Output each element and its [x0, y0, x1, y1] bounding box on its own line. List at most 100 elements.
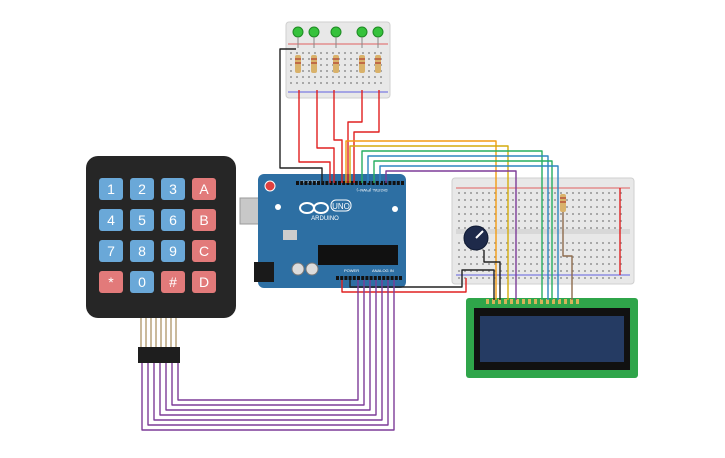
capacitor — [291, 262, 305, 276]
wire-lcd-d4[interactable] — [361, 150, 543, 300]
wire-gnd-black-2[interactable] — [349, 269, 495, 300]
led-breadboard-holes — [290, 52, 382, 84]
keypad-key[interactable]: * — [99, 271, 123, 293]
led-2[interactable] — [308, 26, 320, 48]
wire-keypad-3[interactable] — [165, 280, 371, 411]
led-5-lens — [372, 26, 384, 38]
keypad-ribbon — [138, 318, 180, 363]
resistor-5[interactable] — [375, 55, 381, 73]
resistor-1[interactable] — [295, 55, 301, 73]
wire-backlight[interactable] — [562, 212, 573, 300]
keypad-key[interactable]: 7 — [99, 240, 123, 262]
wire-keypad-6[interactable] — [147, 280, 389, 426]
wire-keypad-2[interactable] — [171, 280, 365, 406]
keypad-key[interactable]: B — [192, 209, 216, 231]
keypad-key-label: C — [199, 243, 209, 259]
keypad-key[interactable]: A — [192, 178, 216, 200]
wire-lcd-en[interactable] — [349, 145, 509, 300]
resistor-4[interactable] — [359, 55, 365, 73]
keypad-key[interactable]: 9 — [161, 240, 185, 262]
keypad-key[interactable]: 0 — [130, 271, 154, 293]
keypad-key[interactable]: 6 — [161, 209, 185, 231]
mount-hole — [392, 206, 398, 212]
keypad-key-label: A — [199, 181, 209, 197]
keypad-connector[interactable] — [138, 347, 180, 363]
wire-keypad-4[interactable] — [159, 280, 377, 416]
keypad-key-label: 2 — [138, 181, 146, 197]
wire-gnd-black[interactable] — [279, 48, 323, 183]
led-1[interactable] — [292, 26, 304, 48]
keypad-key-label: # — [169, 274, 177, 290]
led-4[interactable] — [356, 26, 368, 48]
keypad-key[interactable]: 2 — [130, 178, 154, 200]
keypad-key-label: 7 — [107, 243, 115, 259]
resistor-2[interactable] — [311, 55, 317, 73]
wire-lcd-d6[interactable] — [373, 160, 553, 300]
reset-button[interactable] — [264, 180, 276, 192]
keypad-key-face — [99, 240, 123, 262]
led-5[interactable] — [372, 26, 384, 48]
keypad-key[interactable]: 1 — [99, 178, 123, 200]
keypad-key-label: 8 — [138, 243, 146, 259]
wire-pot-gnd[interactable] — [483, 250, 501, 300]
wire-lcd-d7[interactable] — [379, 165, 559, 300]
uno-text: UNO — [332, 202, 350, 211]
keypad-key[interactable]: D — [192, 271, 216, 293]
keypad-key-label: 9 — [169, 243, 177, 259]
led-3[interactable] — [330, 26, 342, 48]
power-analog-header[interactable] — [336, 276, 402, 280]
arduino-logo: ARDUINO UNO — [299, 199, 352, 222]
keypad-key-label: 5 — [138, 212, 146, 228]
potentiometer[interactable] — [463, 225, 489, 251]
wire-5v-red[interactable] — [341, 278, 467, 293]
wires — [141, 48, 621, 431]
keypad-key[interactable]: 3 — [161, 178, 185, 200]
keypad-key-label: 4 — [107, 212, 115, 228]
wire-lcd-v0[interactable] — [385, 170, 517, 300]
main-breadboard-channel — [456, 229, 630, 234]
wire-led-2[interactable] — [316, 90, 335, 183]
keypad-key-face — [192, 240, 216, 262]
power-header-label: POWER — [344, 268, 359, 273]
keypad-key-label: 6 — [169, 212, 177, 228]
keypad-key-face — [192, 209, 216, 231]
keypad-key-face — [192, 271, 216, 293]
keypad-key[interactable]: 4 — [99, 209, 123, 231]
wire-keypad-7[interactable] — [141, 280, 395, 431]
keypad-key[interactable]: C — [192, 240, 216, 262]
uno-badge — [330, 199, 352, 212]
wire-lcd-rs[interactable] — [345, 140, 497, 300]
wire-keypad-5[interactable] — [153, 280, 383, 421]
keypad-key[interactable]: # — [161, 271, 185, 293]
keypad-key-face — [161, 271, 185, 293]
keypad-key-face — [99, 209, 123, 231]
wire-led-3[interactable] — [333, 90, 343, 183]
wire-keypad-1[interactable] — [177, 280, 359, 401]
keypad-key[interactable]: 8 — [130, 240, 154, 262]
keypad-key-label: B — [199, 212, 208, 228]
keypad-key-face — [161, 209, 185, 231]
lcd-pins[interactable] — [486, 299, 579, 304]
power-jack[interactable] — [254, 262, 274, 282]
lcd-resistor[interactable] — [560, 194, 566, 212]
keypad-key[interactable]: 5 — [130, 209, 154, 231]
resistor-3[interactable] — [333, 55, 339, 73]
wire-led-4[interactable] — [347, 90, 363, 183]
keypad-key-label: D — [199, 274, 209, 290]
led-2-lens — [308, 26, 320, 38]
wire-led-1[interactable] — [298, 90, 331, 183]
wire-lcd-d5[interactable] — [367, 155, 549, 300]
resistor-bands — [295, 58, 381, 64]
usb-port[interactable] — [239, 197, 261, 225]
keypad-key-face — [161, 240, 185, 262]
potentiometer-indicator — [475, 230, 484, 239]
keypad-key-face — [99, 178, 123, 200]
crystal — [283, 230, 297, 240]
led-3-lens — [330, 26, 342, 38]
analog-header-label: ANALOG IN — [372, 268, 394, 273]
wire-led-5[interactable] — [353, 90, 380, 183]
